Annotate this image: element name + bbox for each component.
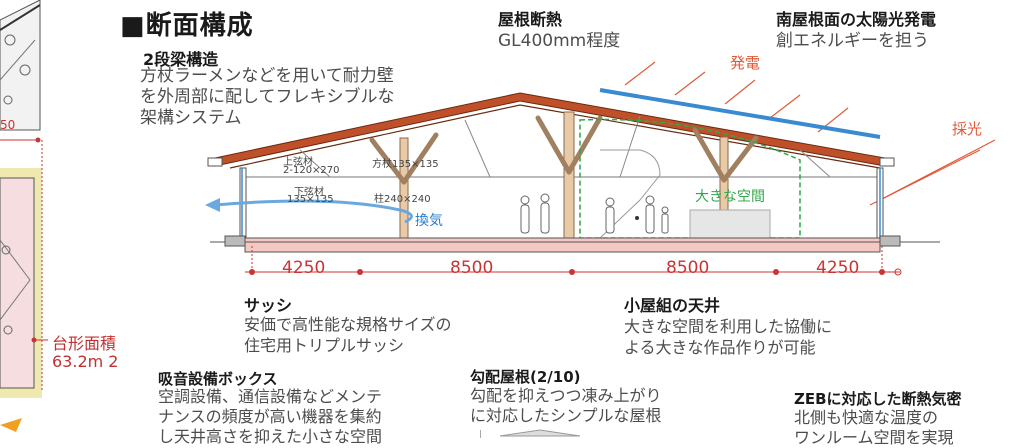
zeb-text: 北側も快適な温度の ワンルーム空間を実現 (794, 408, 954, 447)
floor-slab (244, 237, 881, 253)
roof-surface (214, 92, 886, 167)
solar-text: 創エネルギーを担う (776, 31, 929, 51)
pitched-roof-text: 勾配を抑えつつ凍み上がり に対応したシンプルな屋根 (470, 386, 662, 425)
two-stage-beam-text: 方杖ラーメンなどを用いて耐力壁 を外周部に配してフレキシブルな 架構システム (140, 66, 395, 128)
plan-top-block (0, 0, 41, 131)
zeb-title: ZEBに対応した断熱気密 (794, 390, 962, 408)
plan-dim-dot (35, 137, 41, 143)
ventilation-label: 換気 (415, 213, 443, 229)
dimension-1: 4250 (282, 258, 326, 278)
ventilation-arrow (214, 199, 413, 224)
timber-frame (399, 111, 729, 239)
upper-chord-size: 2-120×270 (283, 165, 340, 176)
section-drawing (205, 61, 996, 276)
section-title: ■断面構成 (120, 11, 254, 41)
daylight-label: 採光 (952, 120, 983, 138)
struts (299, 115, 831, 178)
sash-text: 安価で高性能な規格サイズの 住宅用トリプルサッシ (244, 315, 452, 355)
area-label: 台形面積 (52, 334, 117, 353)
rafter-left (229, 104, 521, 169)
solar-panel (599, 88, 881, 139)
lower-chord-label: 下弦材 (294, 187, 324, 198)
plan-circle-3 (3, 95, 13, 105)
people (520, 193, 669, 234)
roof-insulation-text: GL400mm程度 (498, 31, 621, 51)
plan-number: 50 (0, 118, 16, 132)
plan-diagonal (0, 39, 36, 81)
dimension-4: 4250 (816, 258, 860, 278)
brace-label: 方杖135×135 (372, 159, 439, 170)
big-space-outline (579, 118, 801, 239)
plan-arrow-icon (0, 418, 22, 432)
area-value: 63.2m 2 (52, 352, 119, 371)
furniture (689, 209, 771, 239)
column-label: 柱240×240 (374, 194, 431, 205)
sound-box-text: 空調設備、通信設備などメンテ ナンスの頻度が高い機器を集約 し天井高さを抑えた小… (158, 387, 383, 446)
partition (599, 149, 661, 239)
upper-chord-label: 上弦材 (283, 157, 313, 168)
two-stage-beam-title: 2段梁構造 (143, 50, 219, 69)
dimension-2: 8500 (450, 258, 494, 278)
lower-chord-size: 135×135 (287, 194, 334, 205)
dimension-3: 8500 (666, 258, 710, 278)
attic-ceiling-title: 小屋組の天井 (624, 296, 721, 315)
solar-title: 南屋根面の太陽光発電 (776, 10, 937, 29)
plan-fragment (0, 0, 48, 432)
big-space-label: 大きな空間 (695, 189, 765, 205)
generation-label: 発電 (730, 54, 761, 72)
pitched-roof-sketch (480, 429, 581, 438)
braces (369, 115, 759, 185)
pitched-roof-title: 勾配屋根(2/10) (470, 368, 581, 386)
sash-title: サッシ (244, 296, 293, 315)
sound-box-title: 吸音設備ボックス (158, 370, 278, 388)
ventilation-arrow-icon (205, 198, 220, 212)
plan-top-edge (0, 4, 41, 31)
solar-arrows (624, 61, 996, 206)
plan-circle-2 (19, 64, 31, 76)
roof-insulation-title: 屋根断熱 (498, 10, 563, 29)
plan-circle-1 (4, 34, 16, 46)
attic-ceiling-text: 大きな空間を利用した協働に よる大きな作品作りが可能 (624, 317, 833, 357)
